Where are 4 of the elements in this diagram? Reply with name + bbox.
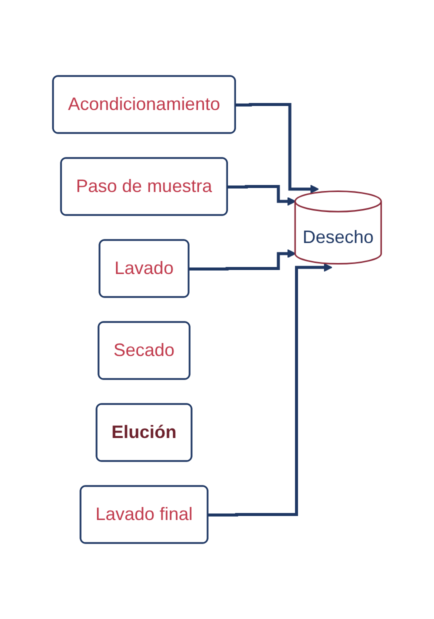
arrow: [189, 249, 296, 270]
arrow: [208, 263, 332, 516]
arrow: [236, 103, 319, 194]
arrow: [228, 185, 296, 206]
